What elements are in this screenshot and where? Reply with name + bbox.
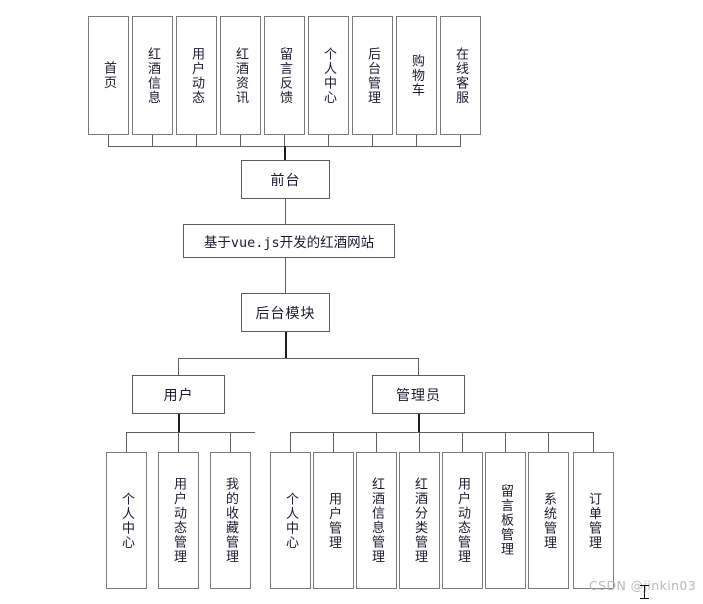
connector-admin-bus	[290, 432, 594, 433]
frontend-node[interactable]: 前台	[241, 160, 330, 199]
connector-backend-to-user	[178, 358, 179, 375]
admin-item-box-8[interactable]: 订单管理	[573, 452, 614, 589]
connector-backend-down	[285, 332, 287, 358]
connector-user-stub-3	[230, 432, 231, 452]
user-item-box-3[interactable]: 我的收藏管理	[210, 452, 251, 589]
frontend-item-label: 购物车	[409, 53, 424, 98]
admin-item-label: 订单管理	[586, 491, 601, 550]
admin-item-box-6[interactable]: 留言板管理	[485, 452, 526, 589]
frontend-item-box-9[interactable]: 在线客服	[440, 16, 481, 135]
admin-item-box-1[interactable]: 个人中心	[270, 452, 311, 589]
admin-item-label: 留言板管理	[498, 484, 513, 557]
connector-admin-stub-6	[505, 432, 506, 452]
user-item-label: 我的收藏管理	[223, 477, 238, 564]
frontend-item-box-1[interactable]: 首页	[88, 16, 129, 135]
frontend-item-label: 在线客服	[453, 46, 468, 105]
connector-root-to-backend	[285, 258, 286, 293]
frontend-item-label: 首页	[101, 61, 116, 90]
connector-frontend-stub-1	[108, 135, 109, 146]
frontend-item-label: 留言反馈	[277, 46, 292, 105]
admin-item-label: 红酒信息管理	[369, 477, 384, 564]
connector-admin-stub-3	[376, 432, 377, 452]
user-item-label: 用户动态管理	[171, 477, 186, 564]
admin-item-box-5[interactable]: 用户动态管理	[442, 452, 483, 589]
connector-user-bus	[126, 432, 255, 433]
connector-frontend-stub-7	[372, 135, 373, 146]
admin-item-box-4[interactable]: 红酒分类管理	[399, 452, 440, 589]
frontend-item-label: 个人中心	[321, 46, 336, 105]
frontend-item-label: 红酒资讯	[233, 46, 248, 105]
connector-user-down	[178, 414, 180, 432]
admin-item-label: 系统管理	[541, 491, 556, 550]
user-item-box-2[interactable]: 用户动态管理	[158, 452, 199, 589]
role-node-user[interactable]: 用户	[132, 375, 225, 414]
connector-frontend-stub-9	[460, 135, 461, 146]
connector-frontend-bus-to-node	[284, 146, 286, 161]
connector-frontend-stub-5	[284, 135, 285, 146]
backend-node-label: 后台模块	[255, 305, 316, 322]
frontend-item-box-3[interactable]: 用户动态	[176, 16, 217, 135]
admin-item-box-7[interactable]: 系统管理	[528, 452, 569, 589]
connector-admin-stub-5	[462, 432, 463, 452]
admin-item-label: 个人中心	[283, 491, 298, 550]
role-node-user-label: 用户	[163, 387, 194, 404]
role-node-admin[interactable]: 管理员	[372, 375, 465, 414]
frontend-item-box-6[interactable]: 个人中心	[308, 16, 349, 135]
admin-item-box-2[interactable]: 用户管理	[313, 452, 354, 589]
admin-item-box-3[interactable]: 红酒信息管理	[356, 452, 397, 589]
frontend-item-box-8[interactable]: 购物车	[396, 16, 437, 135]
connector-frontend-stub-6	[328, 135, 329, 146]
connector-frontend-stub-2	[152, 135, 153, 146]
frontend-node-label: 前台	[270, 172, 301, 189]
connector-frontend-stub-3	[196, 135, 197, 146]
connector-admin-down	[418, 414, 420, 432]
connector-admin-stub-2	[333, 432, 334, 452]
role-node-admin-label: 管理员	[396, 387, 441, 404]
connector-user-stub-1	[126, 432, 127, 452]
watermark-text: CSDN @jinkin03	[589, 578, 697, 593]
user-item-box-1[interactable]: 个人中心	[106, 452, 147, 589]
connector-admin-stub-8	[593, 432, 594, 452]
connector-frontend-stub-8	[416, 135, 417, 146]
root-node-label: 基于vue.js开发的红酒网站	[203, 235, 375, 251]
admin-item-label: 用户动态管理	[455, 477, 470, 564]
frontend-item-label: 用户动态	[189, 46, 204, 105]
admin-item-label: 红酒分类管理	[412, 477, 427, 564]
connector-frontend-to-root	[285, 199, 286, 224]
connector-frontend-stub-4	[240, 135, 241, 146]
frontend-item-label: 后台管理	[365, 46, 380, 105]
connector-admin-stub-4	[419, 432, 420, 452]
connector-admin-stub-7	[548, 432, 549, 452]
connector-backend-split-bus	[178, 358, 419, 359]
root-node[interactable]: 基于vue.js开发的红酒网站	[183, 224, 395, 258]
frontend-item-box-2[interactable]: 红酒信息	[132, 16, 173, 135]
connector-backend-to-admin	[418, 358, 419, 375]
admin-item-label: 用户管理	[326, 491, 341, 550]
backend-node[interactable]: 后台模块	[241, 293, 330, 332]
frontend-item-label: 红酒信息	[145, 46, 160, 105]
frontend-item-box-7[interactable]: 后台管理	[352, 16, 393, 135]
user-item-label: 个人中心	[119, 491, 134, 550]
frontend-item-box-5[interactable]: 留言反馈	[264, 16, 305, 135]
connector-admin-stub-1	[290, 432, 291, 452]
frontend-item-box-4[interactable]: 红酒资讯	[220, 16, 261, 135]
connector-user-stub-2	[178, 432, 179, 452]
